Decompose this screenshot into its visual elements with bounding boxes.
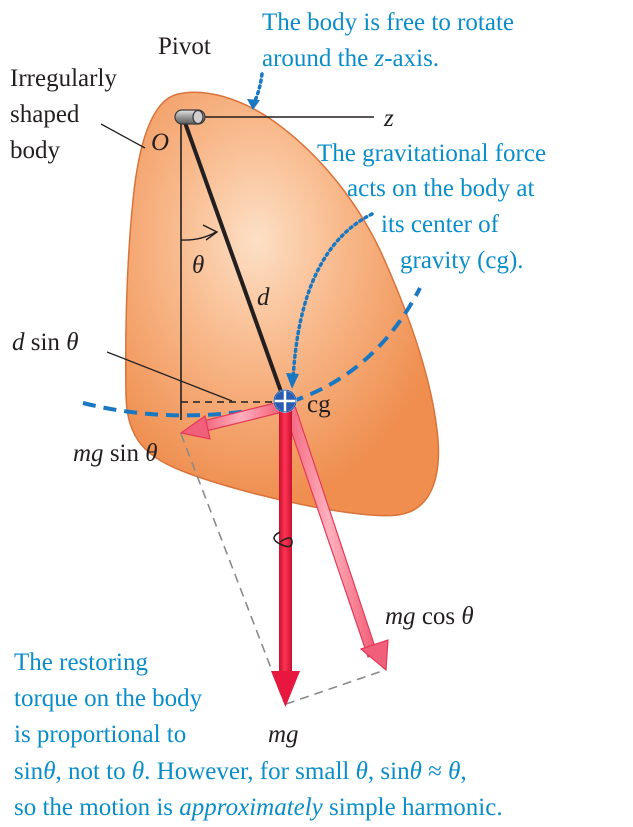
gravity-note-line3: its center of: [381, 211, 500, 238]
rotate-note-pointer-arrowhead: [247, 99, 260, 110]
pivot-label: Pivot: [158, 33, 211, 60]
mg-break-symbol: [273, 531, 293, 548]
restore-note-line1: The restoring: [14, 649, 148, 676]
parallelogram-dashed-bottom: [285, 669, 386, 705]
gravity-note-line2: acts on the body at: [347, 175, 535, 202]
d-sin-theta-leader: [106, 351, 233, 402]
mg-sin-theta-arrow: [179, 401, 284, 440]
rotate-note-line1: The body is free to rotate: [262, 9, 514, 36]
mg-arrow: [271, 403, 300, 707]
caption-line1: sinθ, not to θ. However, for small θ, si…: [14, 758, 467, 785]
pivot-pin: [174, 109, 206, 125]
cg-marker: [273, 389, 297, 413]
cg-path-dashed-arc: [82, 287, 422, 418]
d-sin-theta-label: d sin θ: [12, 329, 78, 356]
body-label-line2: shaped: [10, 101, 80, 128]
caption-line2: so the motion is approximately simple ha…: [14, 794, 503, 821]
lever-arm-d: [181, 116, 286, 401]
body-label-leader: [100, 123, 146, 149]
z-axis-label: z: [383, 105, 394, 132]
cg-label: cg: [307, 391, 331, 418]
mg-label: mg: [268, 721, 299, 748]
rotate-note-pointer: [252, 72, 264, 105]
mg-cos-theta-label: mg cos θ: [385, 603, 474, 630]
gravity-note-pointer: [291, 212, 374, 382]
theta-arc-arrowhead: [202, 224, 219, 241]
restore-note-line3: is proportional to: [14, 721, 186, 748]
gravity-note-pointer-arrowhead: [286, 373, 299, 389]
rotate-note-line2: around the z-axis.: [262, 45, 439, 72]
restore-note-line2: torque on the body: [14, 685, 203, 712]
body-label-line3: body: [10, 137, 61, 164]
gravity-note-line1: The gravitational force: [317, 140, 546, 167]
body-label-line1: Irregularly: [10, 65, 117, 92]
d-label: d: [257, 284, 270, 311]
mg-sin-theta-label: mg sin θ: [73, 440, 158, 467]
origin-label: O: [151, 129, 169, 156]
parallelogram-dashed-left: [180, 433, 285, 703]
irregular-body: [125, 91, 440, 517]
theta-label: θ: [192, 252, 204, 279]
theta-arc: [180, 231, 217, 241]
gravity-note-line4: gravity (cg).: [400, 247, 524, 274]
